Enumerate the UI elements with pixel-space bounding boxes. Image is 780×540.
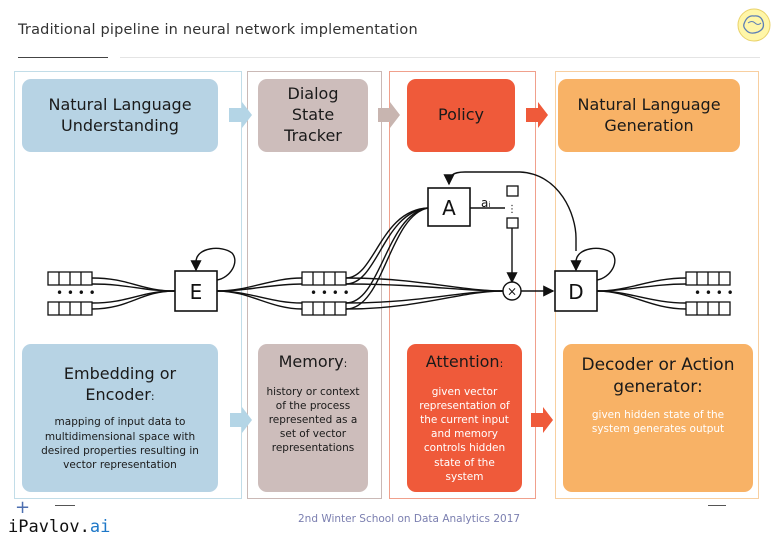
- memory-to-attention-lines: [345, 207, 429, 310]
- block-arrow-policy-to-nlg: [526, 102, 548, 128]
- memory-box: Memory: history or context of the proces…: [258, 344, 368, 492]
- decoder-node-label: D: [568, 280, 583, 304]
- output-grid-ellipsis: • • • •: [694, 286, 734, 300]
- encoder-colon: :: [150, 389, 155, 403]
- encoder-recurrent-loop: [190, 247, 236, 281]
- footer-text: 2nd Winter School on Data Analytics 2017: [298, 513, 521, 525]
- nlu-box: Natural Language Understanding: [22, 79, 218, 152]
- input-to-encoder-lines: [91, 277, 176, 310]
- dialog-state-tracker-box: Dialog State Tracker: [258, 79, 368, 152]
- brand-logo: iPavlov.ai: [8, 517, 110, 537]
- brand-prefix: iPavlov.: [8, 517, 90, 537]
- attention-colon: :: [499, 357, 504, 370]
- block-arrow-bottom-encoder: [230, 407, 252, 433]
- decoder-box: Decoder or Action generator: given hidde…: [563, 344, 753, 492]
- attention-node-label: A: [442, 196, 456, 220]
- weight-vector-ellipsis: ⋮: [507, 204, 517, 215]
- decoder-description: given hidden state of the system generat…: [591, 409, 725, 436]
- footer-rule-right: [708, 505, 726, 506]
- slide-title: Traditional pipeline in neural network i…: [18, 22, 418, 38]
- memory-grid-ellipsis: • • • •: [310, 286, 350, 300]
- policy-label: Policy: [437, 105, 485, 125]
- nlu-label: Natural Language Understanding: [48, 94, 192, 135]
- nlg-box: Natural Language Generation: [558, 79, 740, 152]
- encoder-node: [174, 270, 218, 312]
- plus-icon: +: [15, 497, 31, 518]
- block-arrow-bottom-attention: [531, 407, 553, 433]
- input-grid-ellipsis: • • • •: [56, 286, 96, 300]
- decoder-to-output-lines: [596, 277, 687, 310]
- brand-suffix: ai: [89, 517, 111, 537]
- multiply-label: ×: [507, 285, 517, 299]
- encoder-node-label: E: [190, 280, 203, 304]
- attention-weight-label: aᵢ: [481, 196, 491, 210]
- column-frame-nlu: [14, 71, 242, 499]
- policy-box: Policy: [407, 79, 515, 152]
- memory-description: history or context of the process repres…: [266, 385, 360, 455]
- block-arrow-nlu-to-dst: [229, 102, 252, 128]
- header-divider: [120, 57, 760, 58]
- memory-colon: :: [343, 357, 348, 370]
- encoder-to-memory-lines: [216, 277, 303, 310]
- block-arrow-dst-to-policy: [378, 102, 400, 128]
- encoder-box: Embedding or Encoder: mapping of input d…: [22, 344, 218, 492]
- memory-to-multiply-lines: [345, 277, 504, 310]
- input-grid-icon: [47, 271, 93, 316]
- decoder-colon: :: [696, 377, 703, 398]
- output-grid-icon: [685, 271, 731, 316]
- encoder-description: mapping of input data to multidimensiona…: [41, 416, 199, 471]
- nlg-label: Natural Language Generation: [577, 94, 721, 135]
- encoder-heading: Embedding or Encoder: [63, 363, 177, 404]
- attention-heading: Attention: [425, 352, 500, 371]
- dst-label: Dialog State Tracker: [284, 84, 342, 145]
- decoder-heading: Decoder or Action generator: [581, 355, 735, 398]
- attention-node: [427, 187, 471, 227]
- footer-rule-left: [55, 505, 75, 506]
- attention-description: given vector representation of the curre…: [419, 385, 510, 483]
- decoder-to-attention-feedback: [443, 171, 577, 251]
- title-underline: [18, 57, 108, 58]
- attention-box: Attention: given vector representation o…: [407, 344, 522, 492]
- memory-heading: Memory: [278, 352, 344, 371]
- decoder-recurrent-loop: [570, 247, 616, 281]
